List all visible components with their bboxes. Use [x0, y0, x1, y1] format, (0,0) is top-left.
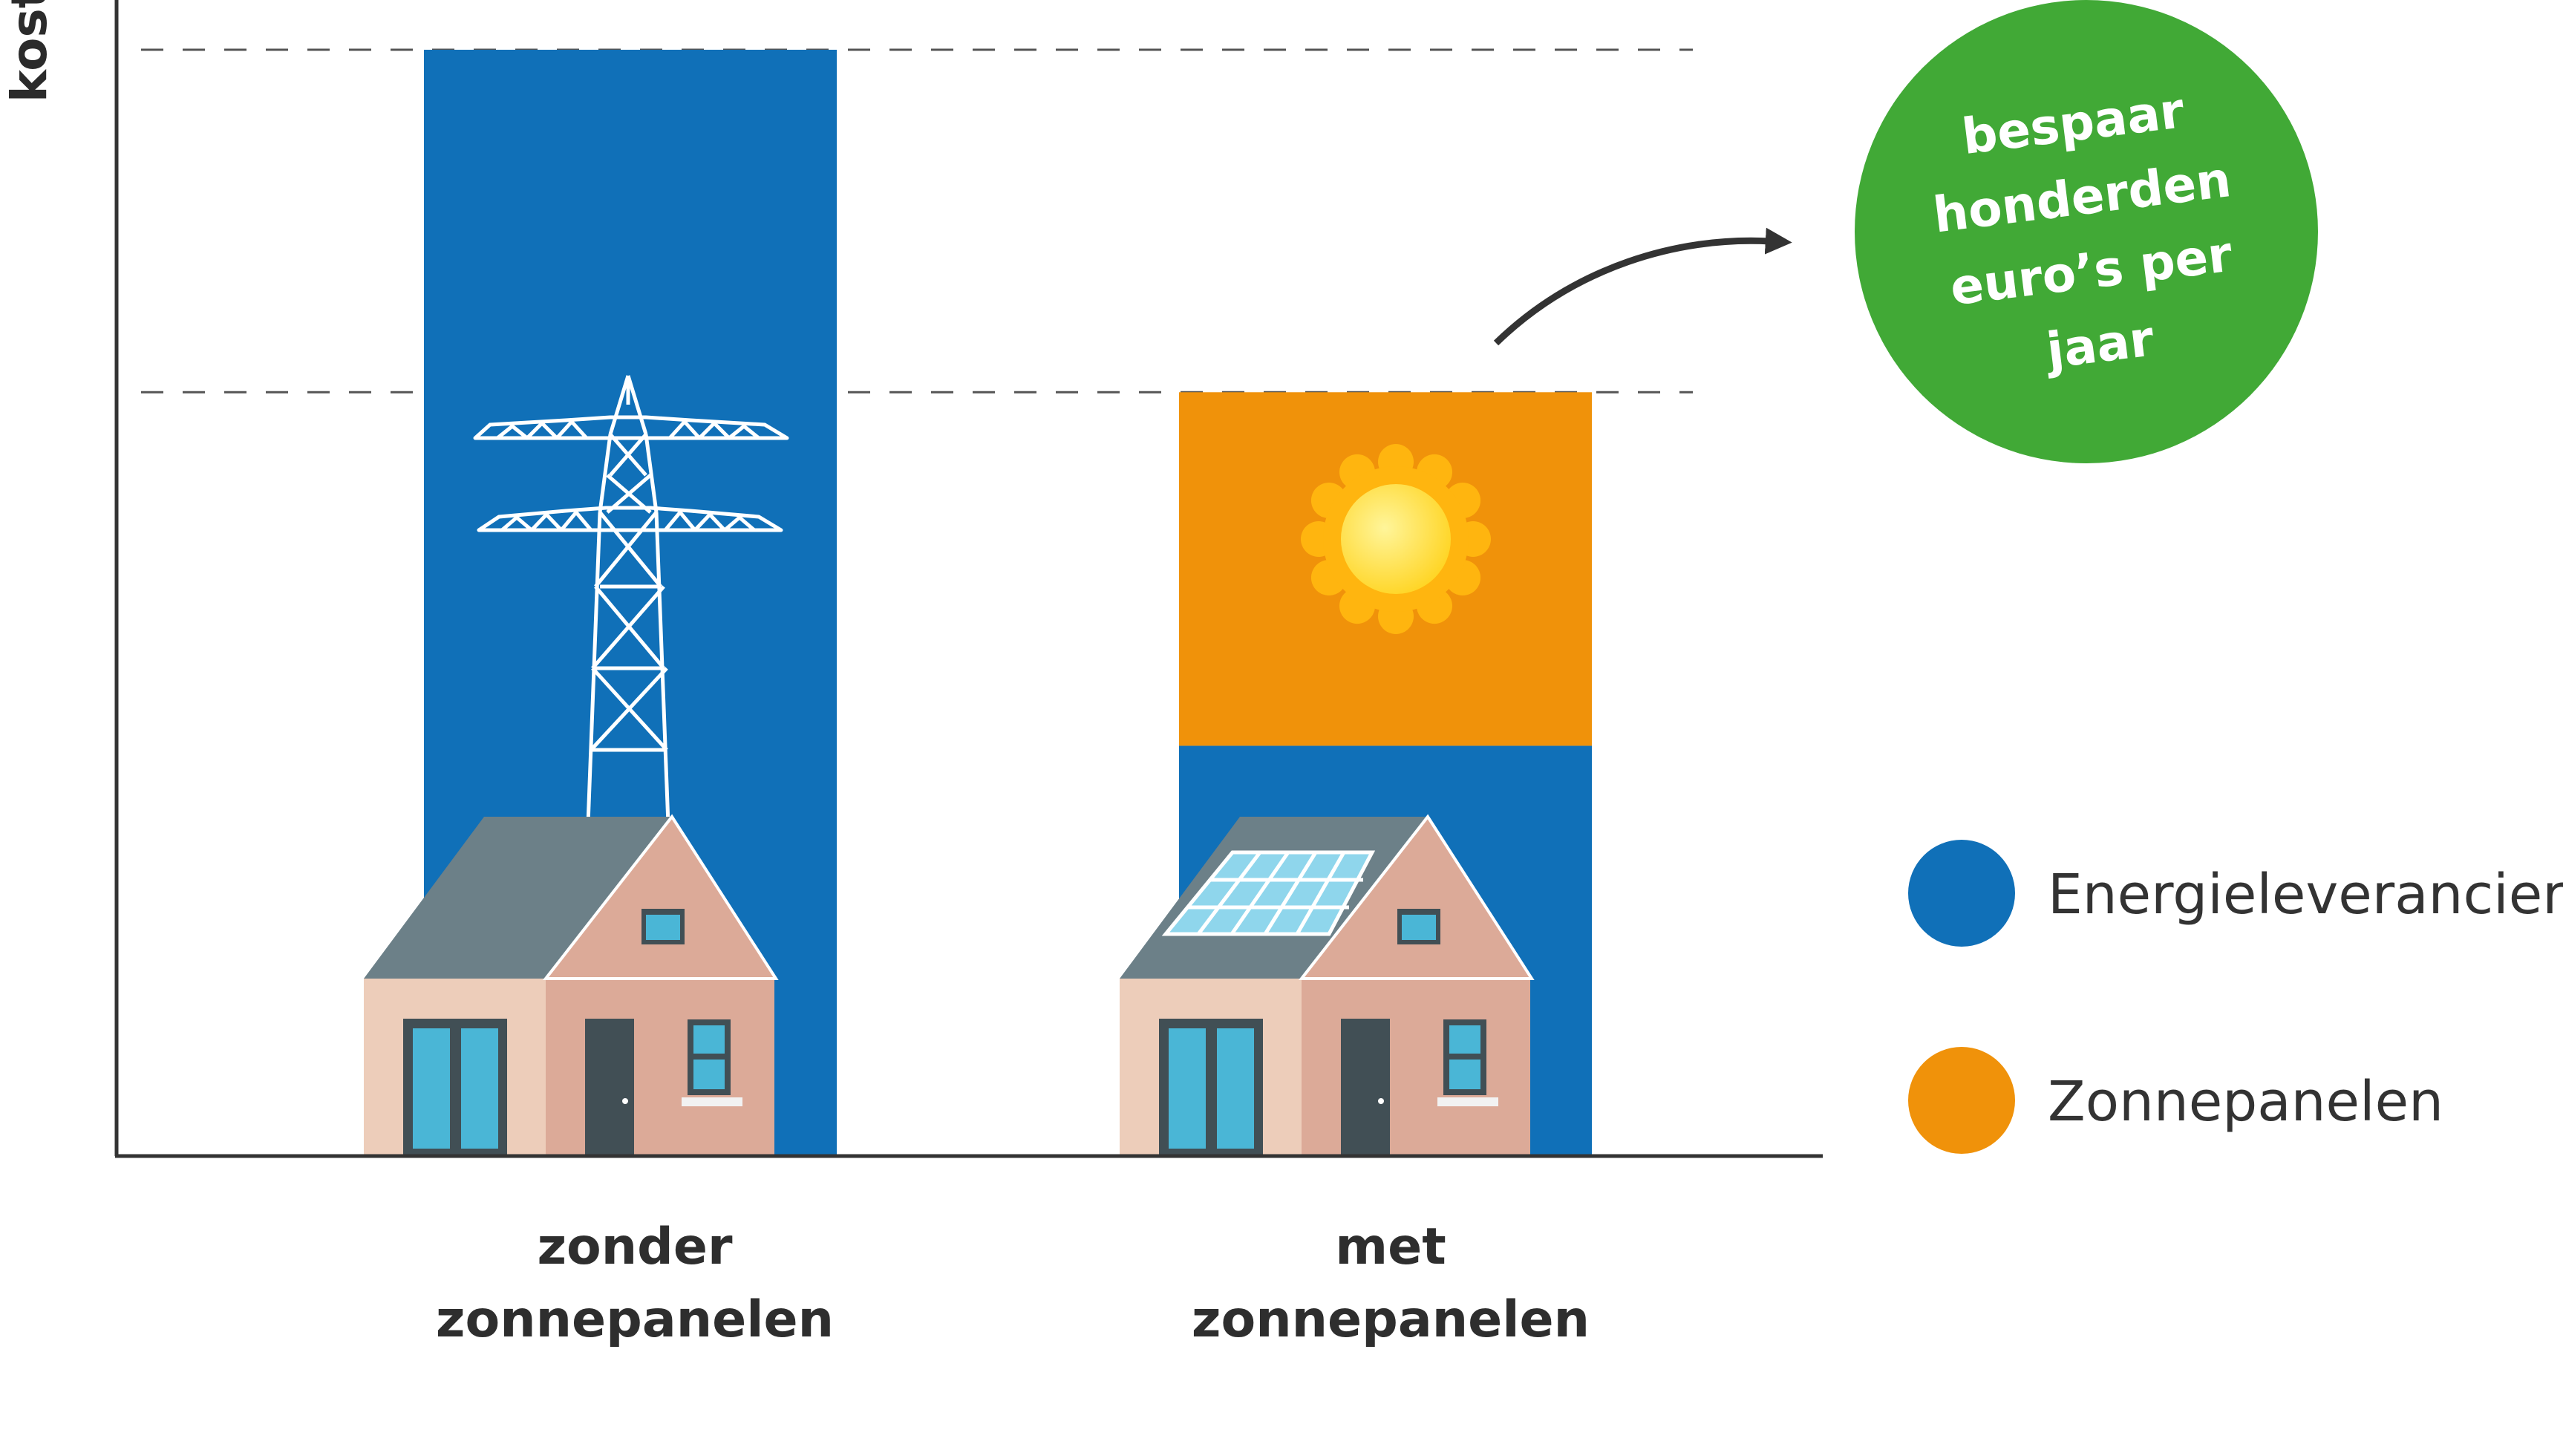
sun-icon — [1301, 444, 1491, 634]
house-icon — [364, 814, 779, 1155]
category-label-zonder: zonder — [537, 1218, 733, 1276]
house-with-solar-panels-icon — [1120, 814, 1535, 1155]
category-label-met-line2: zonnepanelen — [1192, 1290, 1590, 1349]
legend-label-zonnepanelen: Zonnepanelen — [2048, 1070, 2443, 1134]
power-pylon-icon — [473, 375, 789, 825]
savings-badge: bespaar honderden euro’s per jaar — [1855, 0, 2318, 463]
y-axis-label: kosten — [1, 0, 58, 102]
badge-text-line4: jaar — [2041, 310, 2157, 379]
legend-swatch-zonnepanelen — [1908, 1047, 2015, 1154]
legend-label-energieleverancier: Energieleverancier — [2048, 863, 2563, 927]
legend-swatch-energieleverancier — [1908, 840, 2015, 947]
savings-arrow — [1493, 227, 1792, 346]
reference-lines — [141, 48, 1693, 394]
legend: Energieleverancier Zonnepanelen — [1908, 840, 2563, 1154]
category-label-zonder-line2: zonnepanelen — [436, 1290, 834, 1349]
category-label-met: met — [1335, 1218, 1446, 1276]
